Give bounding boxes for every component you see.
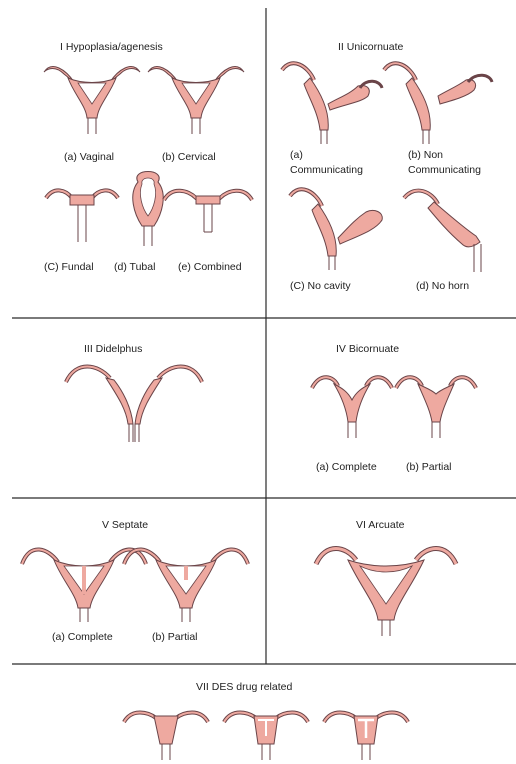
label-septate-partial: (b) Partial bbox=[152, 631, 198, 643]
didelphus-illustration bbox=[66, 367, 202, 443]
panel-arcuate: VI Arcuate bbox=[316, 519, 456, 636]
unicornuate-no-horn-illustration bbox=[404, 191, 481, 272]
panel-didelphus: III Didelphus bbox=[66, 343, 202, 442]
panel-didelphus-title: III Didelphus bbox=[84, 343, 142, 355]
des-illustration-1 bbox=[124, 713, 208, 761]
panel-septate-title: V Septate bbox=[102, 519, 148, 531]
label-cervical: (b) Cervical bbox=[162, 151, 216, 163]
label-communicating-a: (a) bbox=[290, 149, 303, 161]
panel-unicornuate-title: II Unicornuate bbox=[338, 41, 404, 53]
panel-bicornuate-title: IV Bicornuate bbox=[336, 343, 399, 355]
uterus-vaginal-illustration bbox=[44, 67, 140, 134]
unicornuate-communicating-illustration bbox=[282, 63, 382, 144]
panel-arcuate-title: VI Arcuate bbox=[356, 519, 405, 531]
uterus-combined-illustration bbox=[164, 191, 252, 232]
label-septate-complete: (a) Complete bbox=[52, 631, 113, 643]
label-bicornuate-partial: (b) Partial bbox=[406, 461, 452, 473]
label-tubal: (d) Tubal bbox=[114, 261, 155, 273]
unicornuate-no-cavity-illustration bbox=[290, 189, 382, 270]
panel-bicornuate: IV Bicornuate (a) Complete (b) Partial bbox=[312, 343, 476, 473]
panel-unicornuate: II Unicornuate (a) Communicating (b) Non… bbox=[282, 41, 492, 292]
arcuate-illustration bbox=[316, 549, 456, 637]
label-communicating-b: Communicating bbox=[290, 164, 363, 176]
panel-hypoplasia: I Hypoplasia/agenesis (a) Vaginal (b) Ce… bbox=[44, 41, 252, 273]
des-illustration-2 bbox=[224, 713, 308, 761]
label-vaginal: (a) Vaginal bbox=[64, 151, 114, 163]
label-bicornuate-complete: (a) Complete bbox=[316, 461, 377, 473]
label-no-cavity: (C) No cavity bbox=[290, 280, 351, 292]
bicornuate-partial-illustration bbox=[396, 377, 476, 438]
panel-septate: V Septate (a) Complete (b) Partial bbox=[22, 519, 248, 643]
label-combined: (e) Combined bbox=[178, 261, 242, 273]
label-noncommunicating-b: Communicating bbox=[408, 164, 481, 176]
panel-des-title: VII DES drug related bbox=[196, 681, 292, 693]
label-fundal: (C) Fundal bbox=[44, 261, 94, 273]
unicornuate-noncommunicating-illustration bbox=[384, 63, 492, 144]
uterus-cervical-illustration bbox=[148, 67, 244, 134]
panel-des: VII DES drug related bbox=[124, 681, 408, 760]
label-noncommunicating-a: (b) Non bbox=[408, 149, 443, 161]
panel-hypoplasia-title: I Hypoplasia/agenesis bbox=[60, 41, 163, 53]
bicornuate-complete-illustration bbox=[312, 377, 392, 438]
label-no-horn: (d) No horn bbox=[416, 280, 469, 292]
uterus-fundal-illustration bbox=[46, 190, 118, 242]
des-illustration-3 bbox=[324, 713, 408, 761]
uterus-tubal-illustration bbox=[133, 172, 163, 247]
